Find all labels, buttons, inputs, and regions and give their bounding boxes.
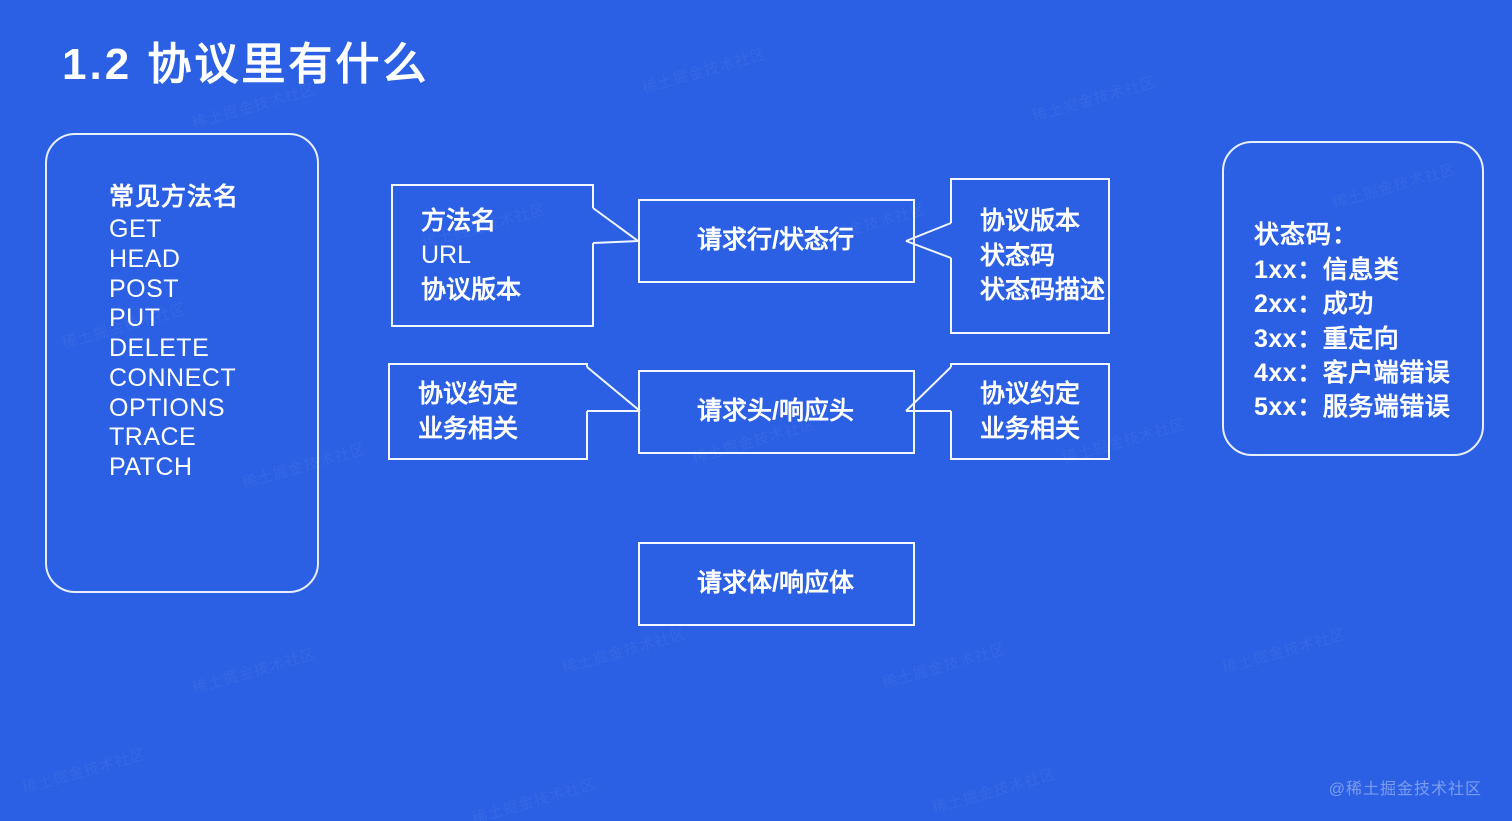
- request-body-mid-box: 请求体/响应体: [638, 542, 913, 624]
- request-line-left-line1: 方法名: [421, 206, 497, 235]
- status-codes-heading: 状态码：: [1254, 221, 1359, 249]
- page-title: 1.2 协议里有什么: [62, 40, 430, 89]
- watermark-tile: 稀土掘金技术社区: [1220, 625, 1349, 678]
- status-label-1xx: 信息类: [1322, 256, 1400, 284]
- status-label-4xx: 客户端错误: [1322, 358, 1451, 387]
- watermark-tile: 稀土掘金技术社区: [190, 645, 319, 698]
- request-line-left-line3: 协议版本: [421, 275, 522, 304]
- status-row-2xx: 2xx：成功: [1254, 287, 1450, 321]
- status-code-1xx: 1xx：: [1254, 256, 1323, 284]
- status-row-4xx: 4xx：客户端错误: [1254, 356, 1450, 390]
- status-label-2xx: 成功: [1322, 290, 1374, 319]
- watermark-tile: 稀土掘金技术社区: [930, 765, 1059, 818]
- method-item-post: POST: [109, 274, 180, 303]
- status-code-4xx: 4xx：: [1254, 358, 1323, 387]
- method-item-put: PUT: [109, 304, 161, 333]
- request-header-left-line2: 业务相关: [418, 414, 519, 443]
- request-line-left-box: 方法名 URL 协议版本: [391, 184, 593, 327]
- method-item-patch: PATCH: [109, 453, 193, 481]
- attribution-watermark: @稀土掘金技术社区: [1328, 781, 1482, 798]
- request-line-right-line1: 协议版本: [980, 207, 1081, 236]
- status-label-3xx: 重定向: [1322, 324, 1400, 353]
- status-row-3xx: 3xx：重定向: [1254, 322, 1450, 356]
- common-methods-heading: 常见方法名: [109, 183, 240, 211]
- common-methods-list: 常见方法名 GET HEAD POST PUT DELETE CONNECT O…: [109, 181, 239, 483]
- watermark-tile: 稀土掘金技术社区: [470, 775, 599, 821]
- status-code-2xx: 2xx：: [1254, 290, 1323, 319]
- watermark-tile: 稀土掘金技术社区: [560, 625, 689, 678]
- request-body-mid-label: 请求体/响应体: [697, 568, 854, 597]
- request-header-left-line1: 协议约定: [418, 380, 519, 408]
- request-header-mid-box: 请求头/响应头: [638, 370, 913, 452]
- method-item-options: OPTIONS: [109, 393, 226, 422]
- request-header-right-line1: 协议约定: [980, 380, 1081, 408]
- request-line-left-line2: URL: [421, 241, 472, 270]
- watermark-tile: 稀土掘金技术社区: [640, 45, 769, 98]
- method-item-get: GET: [109, 215, 162, 243]
- request-line-right-line3: 状态码描述: [980, 276, 1106, 305]
- status-row-1xx: 1xx：信息类: [1254, 253, 1450, 287]
- request-header-mid-label: 请求头/响应头: [697, 396, 854, 425]
- watermark-tile: 稀土掘金技术社区: [880, 640, 1009, 693]
- method-item-trace: TRACE: [109, 423, 197, 452]
- request-line-mid-box: 请求行/状态行: [638, 199, 913, 281]
- status-label-5xx: 服务端错误: [1322, 393, 1451, 421]
- request-header-left-box: 协议约定 业务相关: [388, 363, 587, 460]
- request-line-mid-label: 请求行/状态行: [697, 225, 854, 254]
- watermark-tile: 稀土掘金技术社区: [1030, 73, 1159, 126]
- request-line-right-box: 协议版本 状态码 状态码描述: [950, 178, 1155, 334]
- method-item-connect: CONNECT: [109, 363, 237, 392]
- method-item-head: HEAD: [109, 244, 181, 273]
- request-header-right-box: 协议约定 业务相关: [950, 363, 1155, 460]
- status-codes-list: 状态码： 1xx：信息类 2xx：成功 3xx：重定向 4xx：客户端错误 5x…: [1254, 219, 1450, 424]
- request-line-right-line2: 状态码: [980, 241, 1056, 270]
- status-code-3xx: 3xx：: [1254, 324, 1323, 353]
- status-code-5xx: 5xx：: [1254, 393, 1323, 421]
- common-methods-panel: 常见方法名 GET HEAD POST PUT DELETE CONNECT O…: [45, 133, 319, 593]
- request-header-right-line2: 业务相关: [980, 414, 1081, 443]
- status-row-5xx: 5xx：服务端错误: [1254, 390, 1450, 424]
- status-codes-panel: 状态码： 1xx：信息类 2xx：成功 3xx：重定向 4xx：客户端错误 5x…: [1222, 141, 1484, 456]
- watermark-tile: 稀土掘金技术社区: [20, 745, 149, 798]
- method-item-delete: DELETE: [109, 334, 210, 362]
